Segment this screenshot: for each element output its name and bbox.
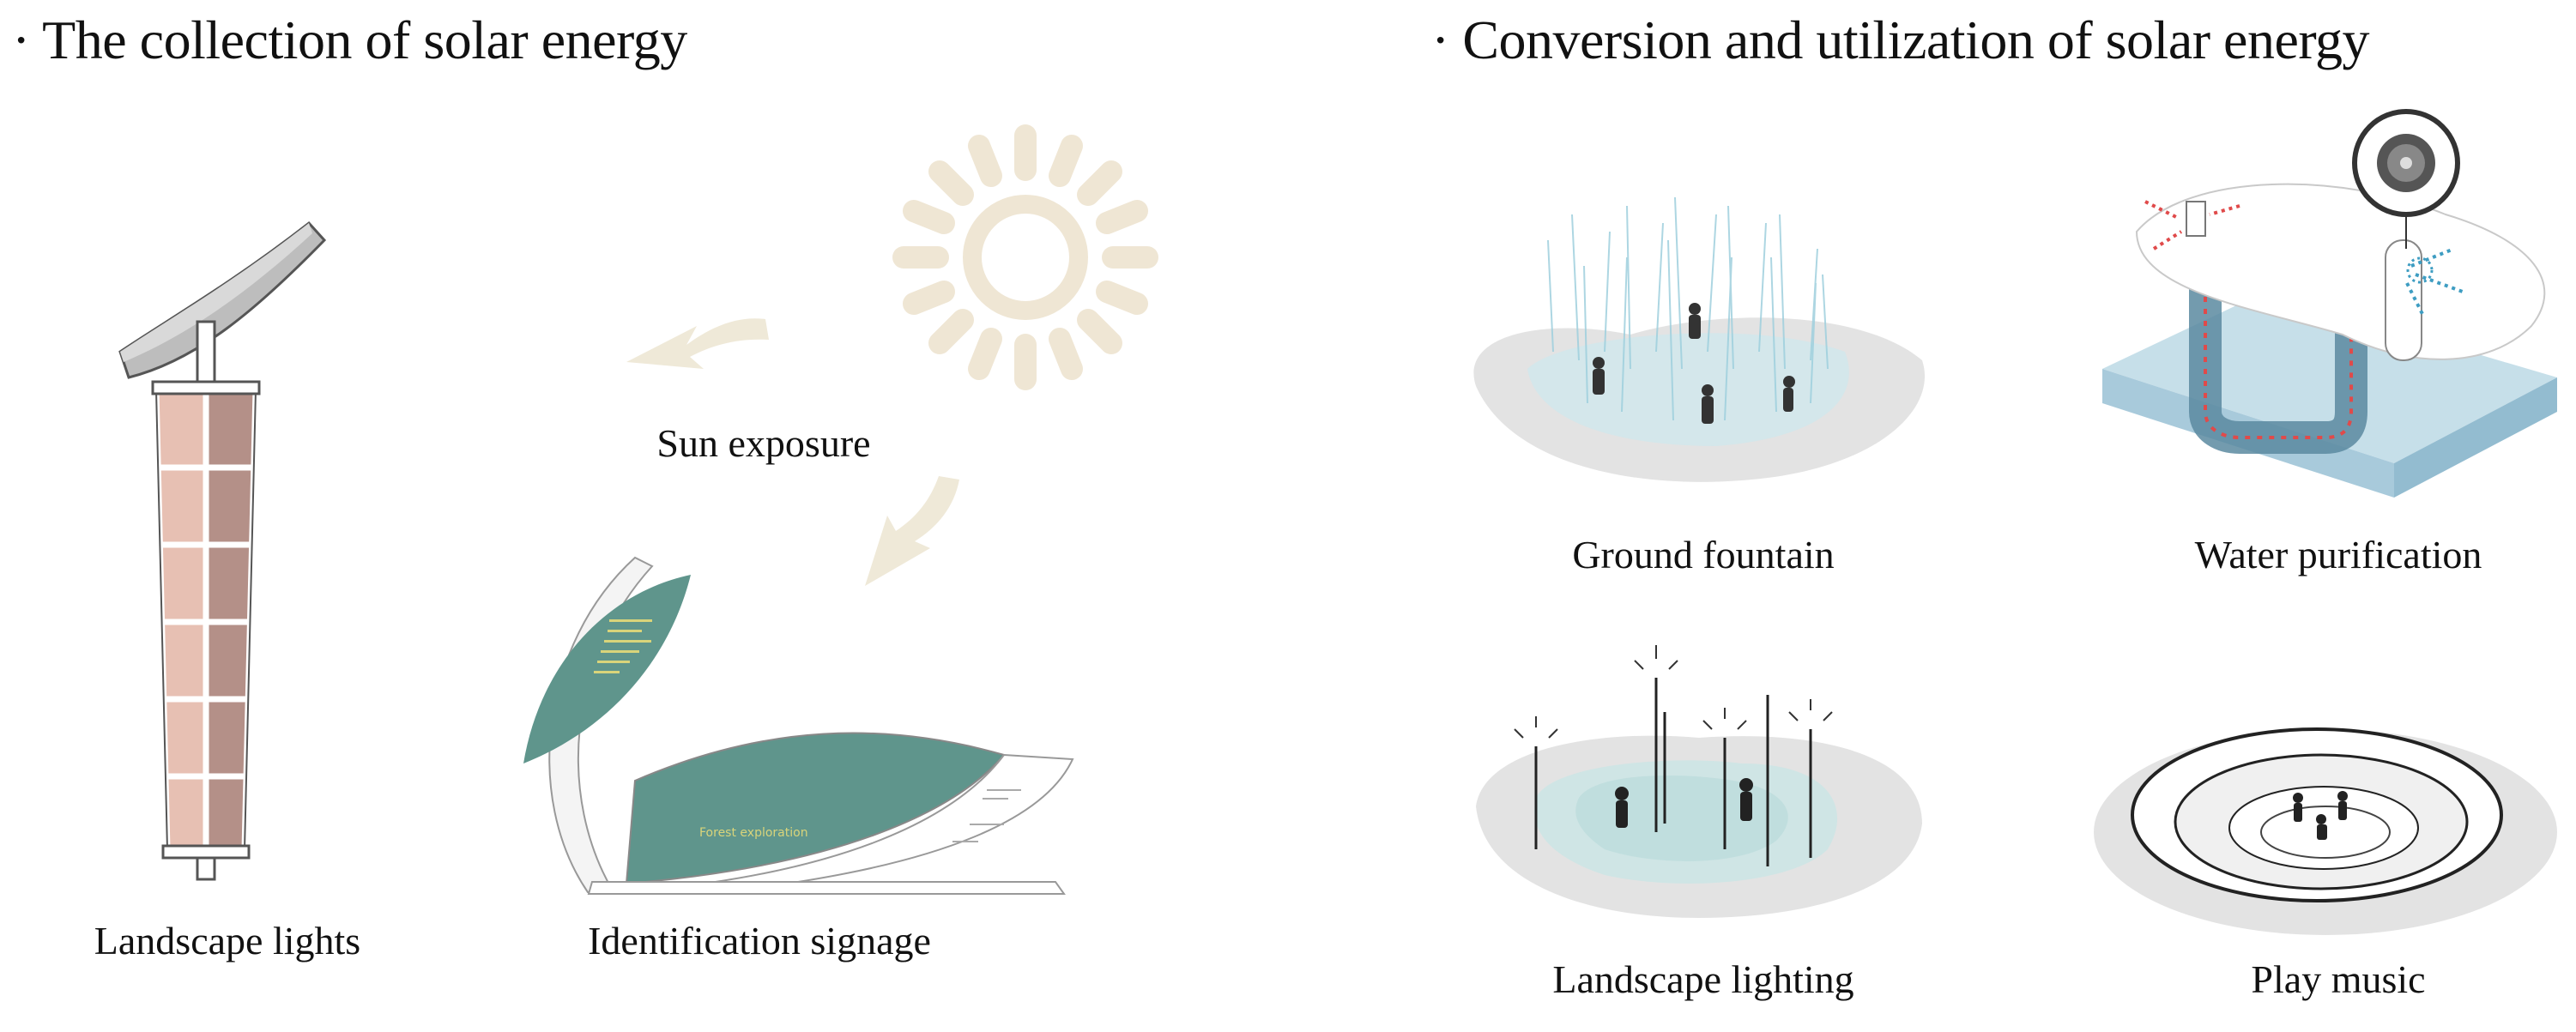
water-purification-illustration bbox=[2102, 109, 2557, 498]
sign-forest-text: Forest exploration bbox=[699, 826, 808, 840]
sun-ray-arrow-down bbox=[865, 476, 959, 586]
landscape-light-illustration bbox=[118, 220, 327, 881]
label-landscape-lights: Landscape lights bbox=[94, 919, 361, 963]
label-water-purification: Water purification bbox=[2194, 533, 2482, 576]
sun-icon bbox=[892, 124, 1158, 390]
label-play-music: Play music bbox=[2251, 957, 2426, 1001]
right-heading: · Conversion and utilization of solar en… bbox=[1431, 9, 2370, 70]
label-sun-exposure: Sun exposure bbox=[656, 421, 871, 465]
label-landscape-lighting: Landscape lighting bbox=[1552, 957, 1854, 1001]
landscape-lighting-illustration bbox=[1476, 645, 1922, 918]
play-music-illustration bbox=[2094, 727, 2557, 935]
left-heading: · The collection of solar energy bbox=[12, 9, 687, 70]
label-identification-signage: Identification signage bbox=[588, 919, 931, 963]
label-ground-fountain: Ground fountain bbox=[1572, 533, 1835, 576]
signage-illustration: Forest exploration bbox=[523, 556, 1074, 895]
sun-ray-arrow-left bbox=[626, 318, 769, 369]
ground-fountain-illustration bbox=[1473, 196, 1926, 482]
